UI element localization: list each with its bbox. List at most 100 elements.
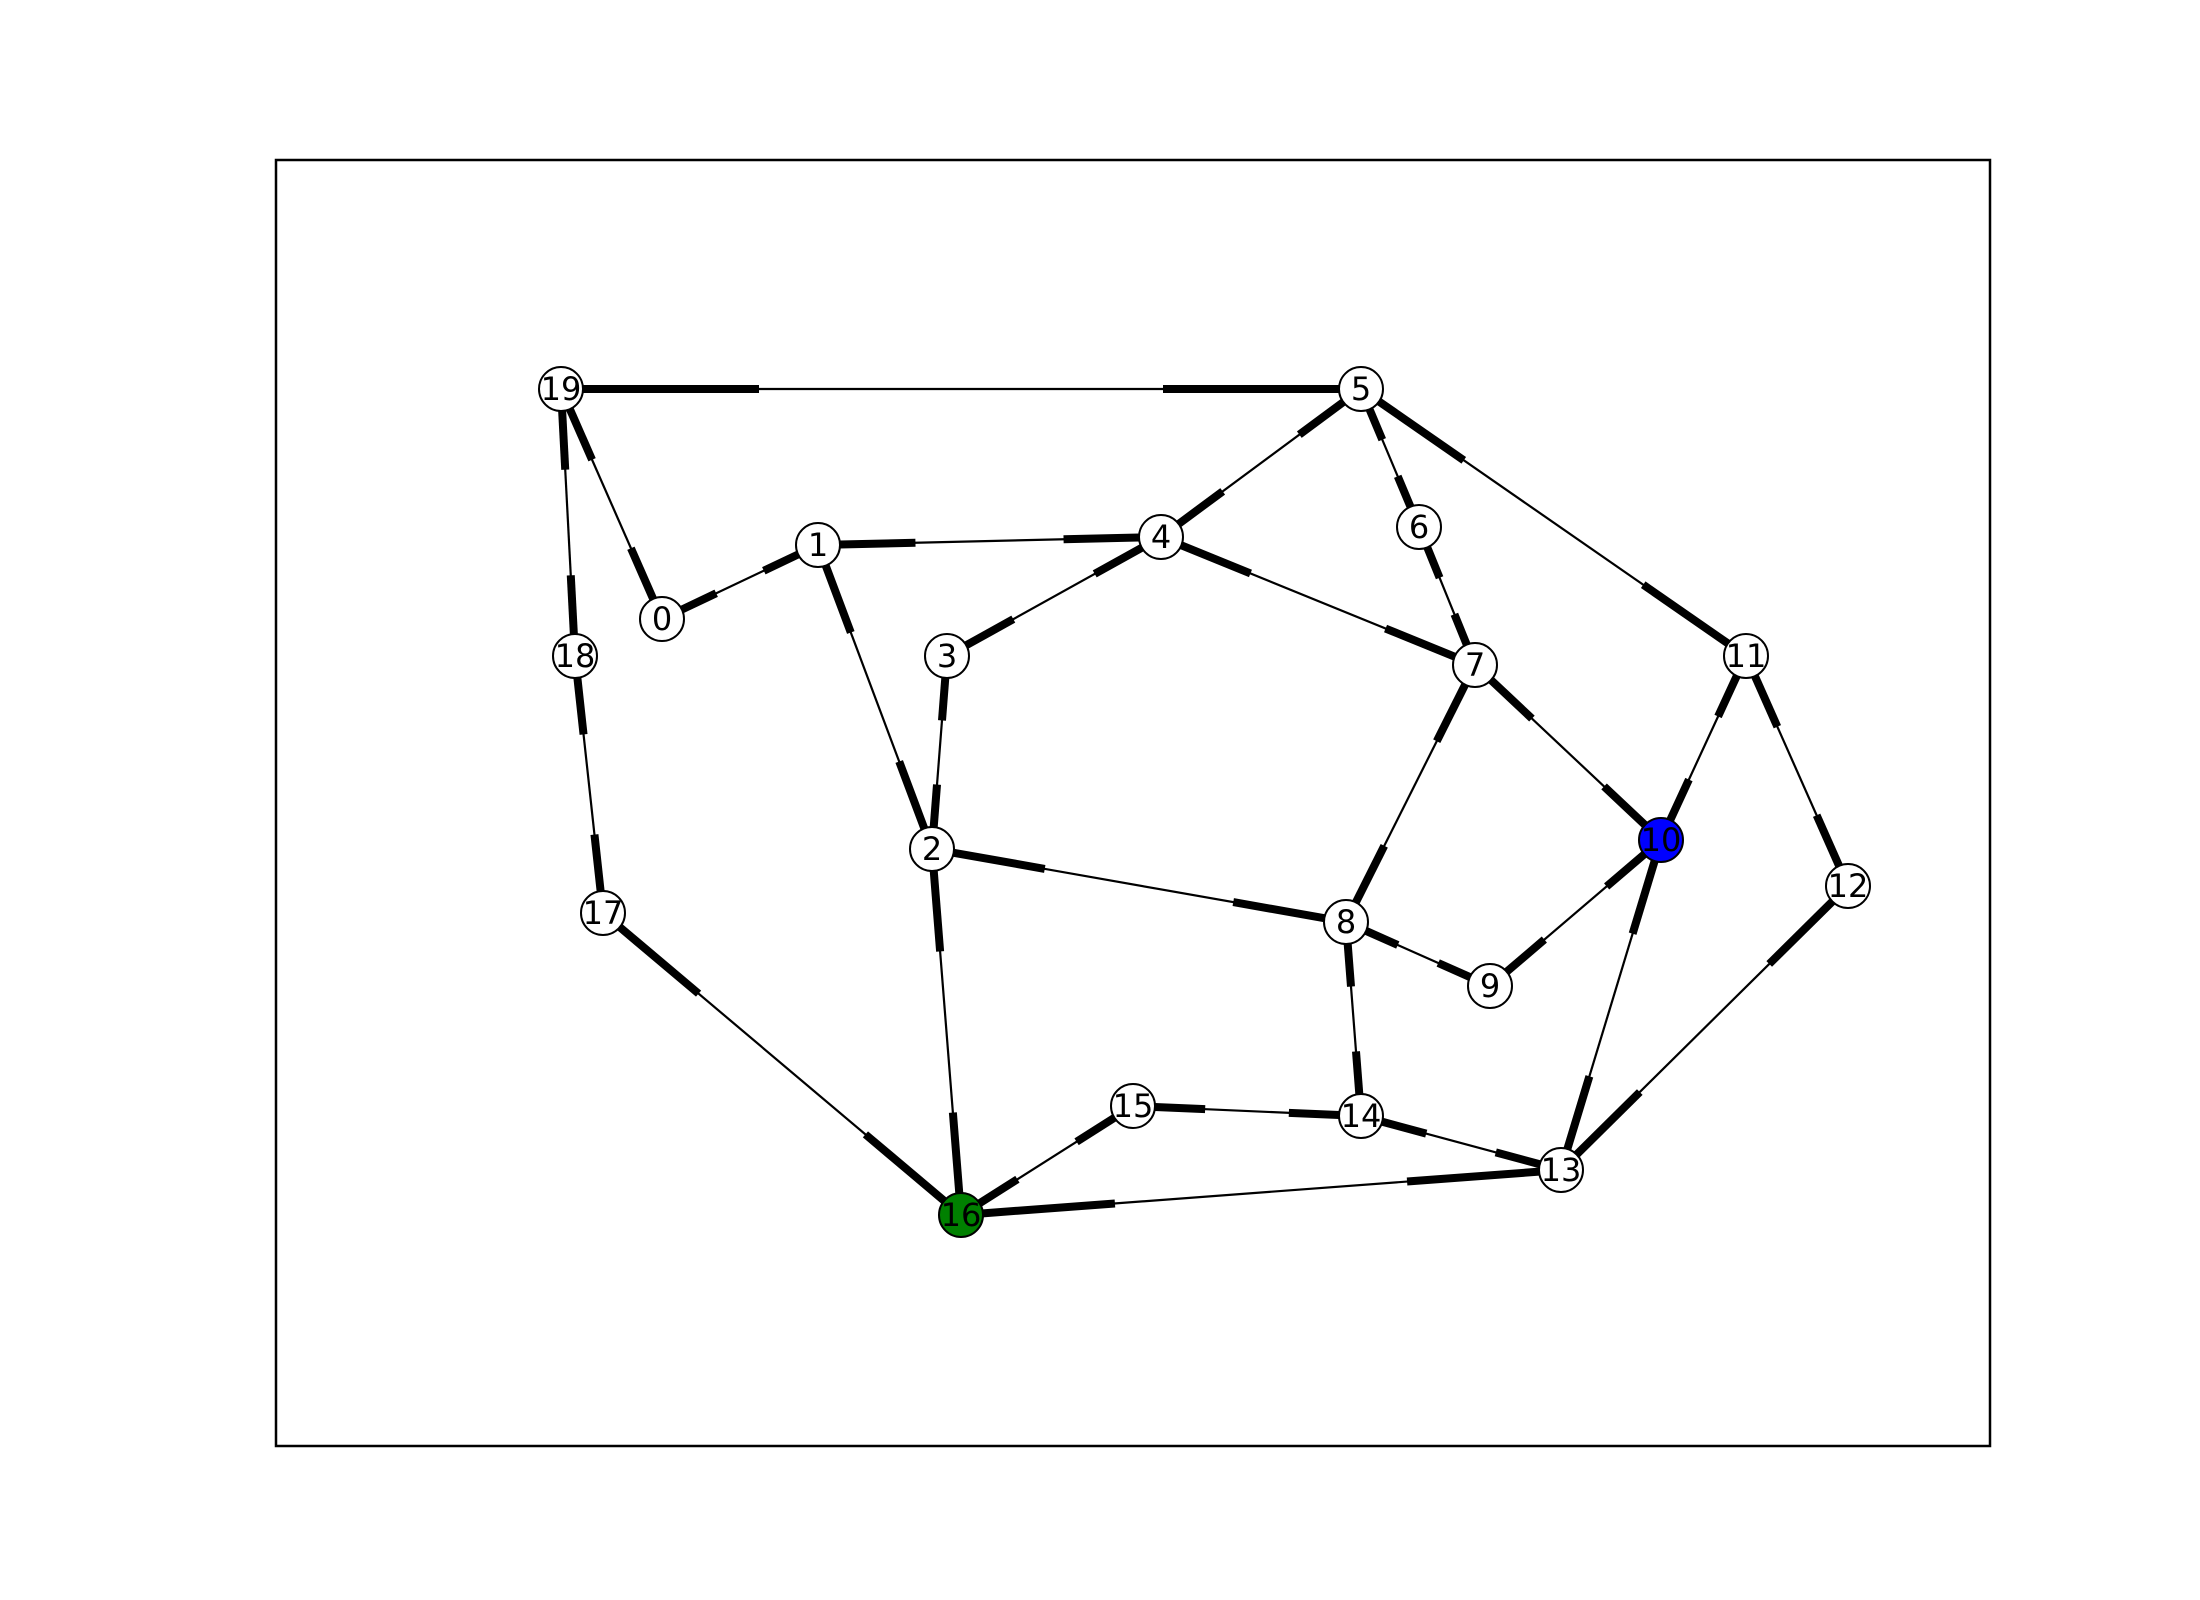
edge-end-mark	[1628, 859, 1659, 935]
edge-end-mark	[1573, 1089, 1643, 1158]
node-circle	[1723, 633, 1769, 679]
edge-end-mark	[680, 589, 718, 614]
edge-end-mark	[1766, 898, 1836, 967]
edge-8-9	[1345, 920, 1491, 988]
node-circle	[538, 366, 584, 412]
edge-end-mark	[1063, 533, 1140, 544]
node-label: 8	[1336, 903, 1356, 941]
node-label: 1	[808, 526, 828, 564]
edge-end-mark	[1364, 927, 1400, 949]
node-6: 6	[1396, 504, 1442, 550]
edge-end-mark	[938, 677, 950, 721]
node-circle	[1467, 963, 1513, 1009]
edge-end-mark	[1812, 813, 1843, 868]
edge-end-mark	[1640, 581, 1731, 647]
node-circle	[1396, 504, 1442, 550]
edge-11-12	[1744, 655, 1850, 887]
edge-7-10	[1474, 664, 1662, 841]
edge-7-8	[1345, 664, 1476, 923]
edge-19-18	[558, 388, 578, 657]
edge-10-13	[1559, 839, 1663, 1171]
edge-end-mark	[1504, 936, 1547, 975]
node-circle	[1323, 899, 1369, 945]
node-label: 2	[922, 830, 942, 868]
node-circle	[1338, 366, 1384, 412]
edge-end-mark	[1423, 545, 1444, 580]
edge-end-mark	[1751, 674, 1782, 729]
edge-end-mark	[627, 546, 657, 601]
node-15: 15	[1110, 1083, 1156, 1129]
edge-19-0	[559, 388, 664, 620]
edge-end-mark	[1343, 943, 1355, 987]
edge-end-mark	[1394, 474, 1415, 509]
edge-end-mark	[1604, 851, 1647, 890]
edge-2-8	[931, 847, 1347, 924]
node-0: 0	[639, 596, 685, 642]
edge-15-16	[960, 1105, 1134, 1216]
edge-end-mark	[1381, 1117, 1428, 1138]
node-label: 4	[1151, 518, 1171, 556]
node-label: 15	[1113, 1087, 1154, 1125]
node-14: 14	[1338, 1093, 1384, 1139]
node-label: 16	[941, 1196, 982, 1234]
edge-end-mark	[977, 1175, 1020, 1207]
node-label: 19	[541, 370, 582, 408]
node-circle	[639, 596, 685, 642]
node-circle	[1538, 1147, 1584, 1193]
edge-1-2	[816, 544, 934, 850]
edge-8-14	[1343, 921, 1364, 1117]
node-9: 9	[1467, 963, 1513, 1009]
edge-end-mark	[1666, 777, 1693, 822]
node-19: 19	[538, 366, 584, 412]
node-circle	[1825, 863, 1871, 909]
node-18: 18	[552, 633, 598, 679]
edge-9-10	[1489, 839, 1662, 987]
node-circle	[795, 522, 841, 568]
edge-end-mark	[929, 870, 945, 952]
node-circle	[924, 633, 970, 679]
edge-4-5	[1160, 388, 1362, 538]
node-16: 16	[938, 1192, 984, 1238]
edge-end-mark	[1352, 844, 1388, 905]
node-circle	[938, 1192, 984, 1238]
edge-3-4	[946, 536, 1162, 657]
node-circle	[909, 826, 955, 872]
edge-end-mark	[1376, 398, 1467, 464]
edge-14-13	[1360, 1114, 1562, 1172]
node-circle	[1452, 642, 1498, 688]
node-label: 17	[583, 894, 624, 932]
edge-end-mark	[1296, 398, 1346, 438]
edge-end-mark	[1601, 783, 1648, 828]
edge-18-17	[573, 655, 605, 914]
node-5: 5	[1338, 366, 1384, 412]
node-13: 13	[1538, 1147, 1584, 1193]
node-label: 11	[1726, 637, 1767, 675]
edge-end-mark	[929, 784, 941, 828]
node-label: 18	[555, 637, 596, 675]
edge-end-mark	[1365, 407, 1386, 442]
node-label: 13	[1541, 1151, 1582, 1189]
node-10: 10	[1638, 817, 1684, 863]
edge-4-7	[1160, 535, 1476, 667]
edge-14-15	[1132, 1102, 1362, 1120]
node-17: 17	[580, 890, 626, 936]
edge-end-mark	[1074, 1114, 1117, 1146]
edge-end-mark	[839, 538, 916, 549]
node-label: 14	[1341, 1097, 1382, 1135]
edge-end-mark	[821, 564, 855, 634]
edge-end-mark	[590, 834, 605, 892]
edge-3-2	[929, 655, 950, 850]
edge-layer	[558, 385, 1850, 1218]
node-label: 0	[652, 600, 672, 638]
edge-end-mark	[1352, 1051, 1364, 1095]
node-circle	[552, 633, 598, 679]
edge-end-mark	[1433, 682, 1469, 743]
node-11: 11	[1723, 633, 1769, 679]
node-4: 4	[1138, 514, 1184, 560]
edge-12-13	[1560, 885, 1849, 1171]
edge-end-mark	[1092, 544, 1144, 578]
edge-end-mark	[762, 550, 800, 575]
plot-frame	[274, 158, 1992, 1448]
node-label: 7	[1465, 646, 1485, 684]
